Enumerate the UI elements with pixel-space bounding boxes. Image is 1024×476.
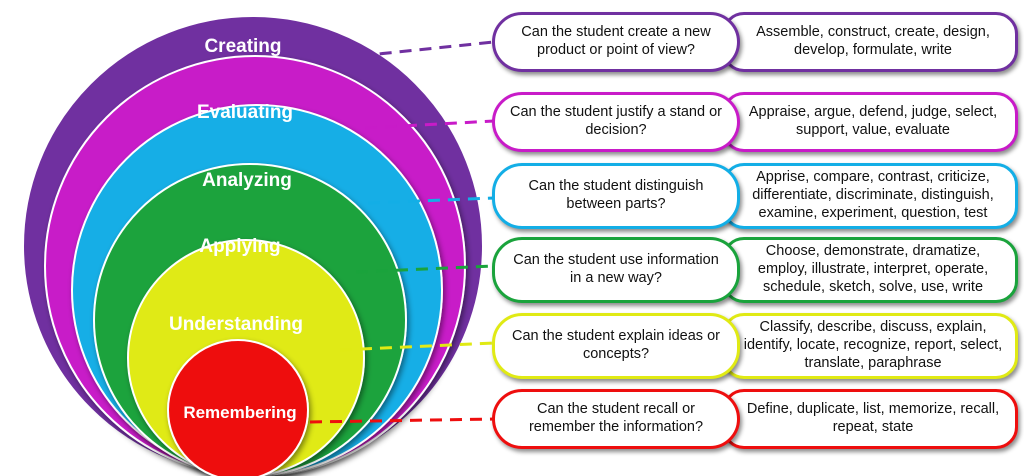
- level-circle-remembering: [167, 339, 309, 476]
- row-applying: Choose, demonstrate, dramatize, employ, …: [492, 237, 1018, 303]
- connector-evaluating: [364, 119, 495, 130]
- verbs-box-understanding: Classify, describe, discuss, explain, id…: [722, 313, 1018, 379]
- verbs-box-creating: Assemble, construct, create, design, dev…: [722, 12, 1018, 72]
- question-box-applying: Can the student use information in a new…: [492, 237, 740, 303]
- row-creating: Assemble, construct, create, design, dev…: [492, 12, 1018, 72]
- verbs-box-evaluating: Appraise, argue, defend, judge, select, …: [722, 92, 1018, 152]
- question-box-analyzing: Can the student distinguish between part…: [492, 163, 740, 229]
- row-remembering: Define, duplicate, list, memorize, recal…: [492, 389, 1018, 449]
- level-label-analyzing: Analyzing: [202, 170, 292, 191]
- connector-analyzing: [367, 196, 495, 205]
- row-evaluating: Appraise, argue, defend, judge, select, …: [492, 92, 1018, 152]
- question-box-understanding: Can the student explain ideas or concept…: [492, 313, 740, 379]
- level-label-creating: Creating: [204, 36, 281, 57]
- connector-understanding: [339, 341, 495, 352]
- verbs-box-applying: Choose, demonstrate, dramatize, employ, …: [722, 237, 1018, 303]
- level-label-evaluating: Evaluating: [197, 102, 293, 123]
- question-box-evaluating: Can the student justify a stand or decis…: [492, 92, 740, 152]
- verbs-box-remembering: Define, duplicate, list, memorize, recal…: [722, 389, 1018, 449]
- level-label-remembering: Remembering: [183, 403, 296, 422]
- level-label-applying: Applying: [199, 236, 280, 257]
- connector-creating: [319, 40, 495, 62]
- question-box-creating: Can the student create a new product or …: [492, 12, 740, 72]
- level-label-understanding: Understanding: [169, 314, 303, 335]
- connector-applying: [355, 264, 495, 274]
- row-analyzing: Apprise, compare, contrast, criticize, d…: [492, 163, 1018, 229]
- row-understanding: Classify, describe, discuss, explain, id…: [492, 313, 1018, 379]
- question-box-remembering: Can the student recall or remember the i…: [492, 389, 740, 449]
- verbs-box-analyzing: Apprise, compare, contrast, criticize, d…: [722, 163, 1018, 229]
- connector-remembering: [309, 417, 495, 424]
